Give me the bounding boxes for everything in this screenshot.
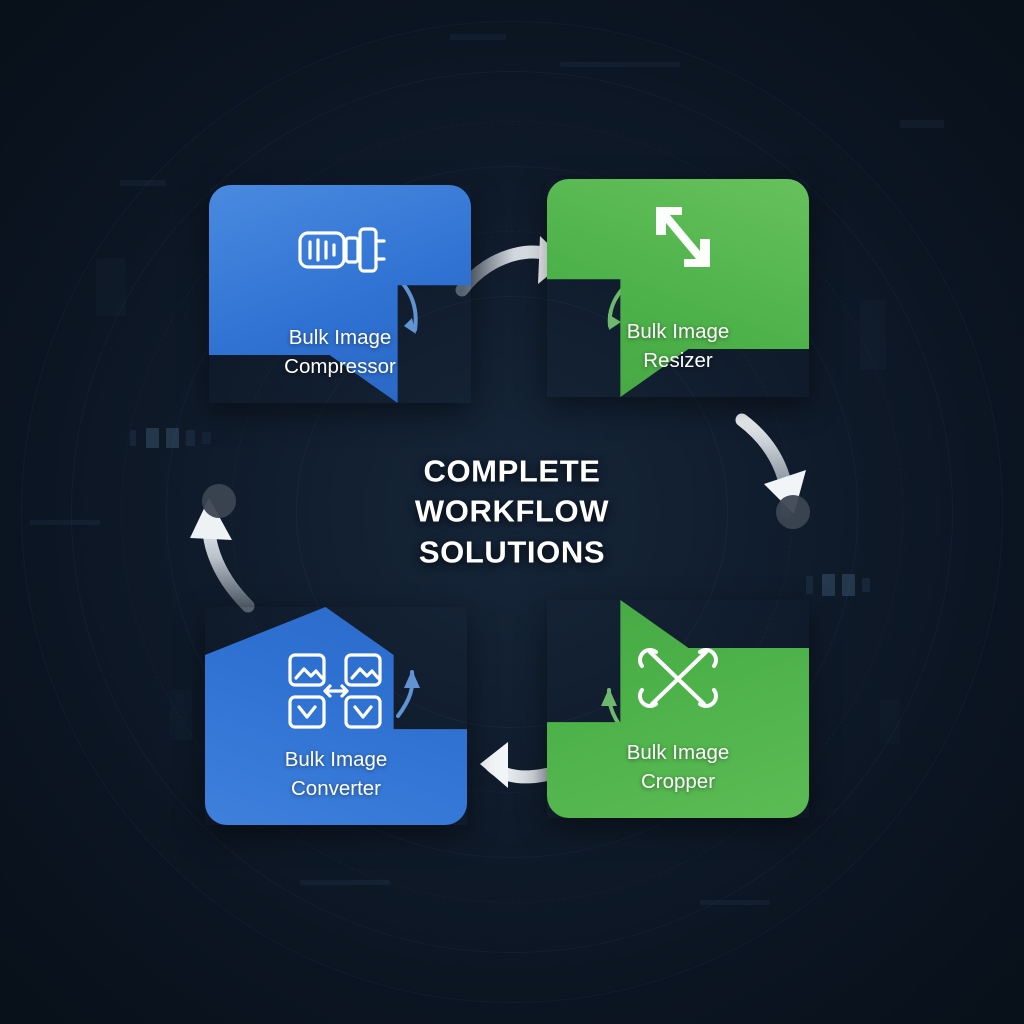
decor-tick: [900, 120, 944, 128]
crop-icon: [628, 642, 728, 722]
decor-tick: [186, 430, 195, 446]
decor-tick: [202, 432, 211, 444]
decor-tick: [30, 520, 100, 525]
decor-block: [170, 690, 192, 740]
center-title: COMPLETE WORKFLOW SOLUTIONS: [415, 452, 609, 573]
center-title-line3: SOLUTIONS: [418, 534, 606, 570]
decor-tick: [822, 574, 835, 596]
decor-tick: [806, 576, 813, 594]
right-connector-arrow: [735, 413, 810, 529]
center-title-line2: WORKFLOW: [414, 493, 610, 529]
decor-tick: [166, 428, 179, 448]
compressor-icon: [288, 211, 392, 289]
decor-tick: [862, 578, 870, 592]
convert-grid-arrows-icon: [280, 649, 392, 733]
left-connector-arrow: [190, 484, 255, 613]
decor-tick: [300, 880, 390, 885]
decor-tick: [700, 900, 770, 905]
decor-block: [96, 258, 126, 316]
decor-block: [880, 700, 900, 744]
decor-tick: [120, 180, 166, 186]
decor-tick: [560, 62, 680, 67]
resize-diagonal-arrows-icon: [626, 201, 730, 279]
decor-block: [860, 300, 886, 370]
decor-tick: [146, 428, 159, 448]
decor-tick: [130, 430, 136, 446]
decor-tick: [842, 574, 855, 596]
decor-tick: [450, 34, 506, 40]
center-title-line1: COMPLETE: [423, 453, 601, 489]
